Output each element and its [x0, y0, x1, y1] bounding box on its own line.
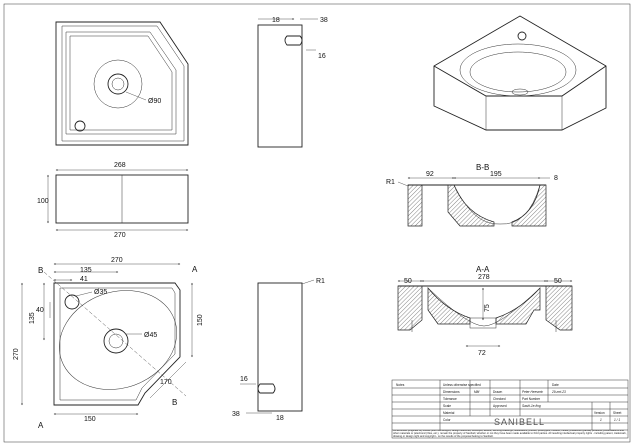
- section-aa-middle: 278: [478, 274, 490, 281]
- front-width-top: 268: [114, 162, 126, 169]
- isometric-view: [433, 15, 607, 131]
- plan-bottom-width: 150: [84, 416, 96, 423]
- tb-checked: Checked: [493, 397, 506, 401]
- plan-diag: 170: [160, 379, 172, 386]
- plan-view: 270 135 41 Ø35 Ø45 135 40 270 150 150 17…: [13, 257, 204, 430]
- plan-depth-right: 150: [197, 314, 204, 326]
- side-top-h: 16: [318, 53, 326, 60]
- tb-unless: Unless otherwise specified: [443, 383, 481, 387]
- side-top-w2: 38: [320, 17, 328, 24]
- tb-drawn-val: Peter Heeseric: [522, 390, 543, 394]
- section-aa-drain-h: 75: [484, 304, 491, 312]
- plan-depth-total: 270: [13, 348, 20, 360]
- section-aa-drain-w: 72: [478, 350, 486, 357]
- section-marker-b-top: B: [38, 266, 43, 275]
- tb-date-val: 29-mrt-23: [551, 390, 566, 394]
- tb-approved: Approved: [493, 404, 507, 408]
- tb-dimensions: Dimensions: [443, 390, 460, 394]
- section-aa: A-A 50 278 50 75 72: [397, 265, 573, 357]
- top-view-hole-dim: Ø90: [148, 98, 161, 105]
- side-bottom-h: 16: [240, 376, 248, 383]
- section-marker-a-bottom: A: [38, 421, 44, 430]
- tb-part-number-val: Sashi-1e.fing: [522, 404, 541, 408]
- side-top-w1: 18: [272, 17, 280, 24]
- tb-part-number: Part Number: [522, 397, 541, 401]
- tb-notes: Notes: [396, 383, 405, 387]
- front-view: 268 270 100: [37, 162, 189, 239]
- side-bottom-radius: R1: [316, 278, 325, 285]
- tb-color: Color: [443, 418, 452, 422]
- tb-drawn: Drawn: [493, 390, 502, 394]
- plan-drain: Ø45: [144, 332, 157, 339]
- tb-logo: SANIBELL: [494, 417, 545, 427]
- section-bb: B-B 92 195 8 R1: [386, 163, 558, 227]
- sheet-border: [3, 3, 631, 443]
- section-bb-left: 92: [426, 171, 434, 178]
- section-aa-left: 50: [404, 278, 412, 285]
- plan-depth-left: 135: [29, 312, 36, 324]
- tb-version-val: 1: [600, 418, 602, 422]
- section-aa-title: A-A: [476, 265, 490, 274]
- tb-dimensions-val: MM: [474, 390, 480, 394]
- tb-sheet-val: 1 / 1: [614, 418, 620, 422]
- title-block: Notes Unless otherwise specified Dimensi…: [391, 379, 629, 439]
- section-marker-a-top: A: [192, 265, 198, 274]
- plan-offset: 41: [80, 276, 88, 283]
- section-bb-middle: 195: [490, 171, 502, 178]
- section-aa-right: 50: [554, 278, 562, 285]
- plan-side-small: 40: [36, 307, 44, 314]
- top-view: Ø90: [55, 21, 189, 146]
- side-bottom-w1: 38: [232, 411, 240, 418]
- tb-sheet: Sheet: [613, 411, 621, 415]
- plan-tap-hole: Ø35: [94, 289, 107, 296]
- section-bb-right: 8: [554, 175, 558, 182]
- side-view-top: 18 38 16: [257, 17, 328, 148]
- plan-width-top: 270: [111, 257, 123, 264]
- side-view-bottom: R1 16 38 18: [232, 278, 325, 422]
- tb-material: Material: [443, 411, 455, 415]
- tb-date: Date: [552, 383, 559, 387]
- plan-width-inner: 135: [80, 267, 92, 274]
- front-height: 100: [37, 198, 49, 205]
- front-width-bottom: 270: [114, 232, 126, 239]
- tb-version: Version: [594, 411, 605, 415]
- side-bottom-w2: 18: [276, 415, 284, 422]
- tb-disclaimer: All achieved (originals of) results (suc…: [393, 430, 627, 438]
- tb-scale: Scale: [443, 404, 451, 408]
- section-bb-radius: R1: [386, 179, 395, 186]
- section-bb-title: B-B: [476, 163, 489, 172]
- section-marker-b-bottom: B: [172, 398, 177, 407]
- tb-tolerance: Tolerance: [443, 397, 457, 401]
